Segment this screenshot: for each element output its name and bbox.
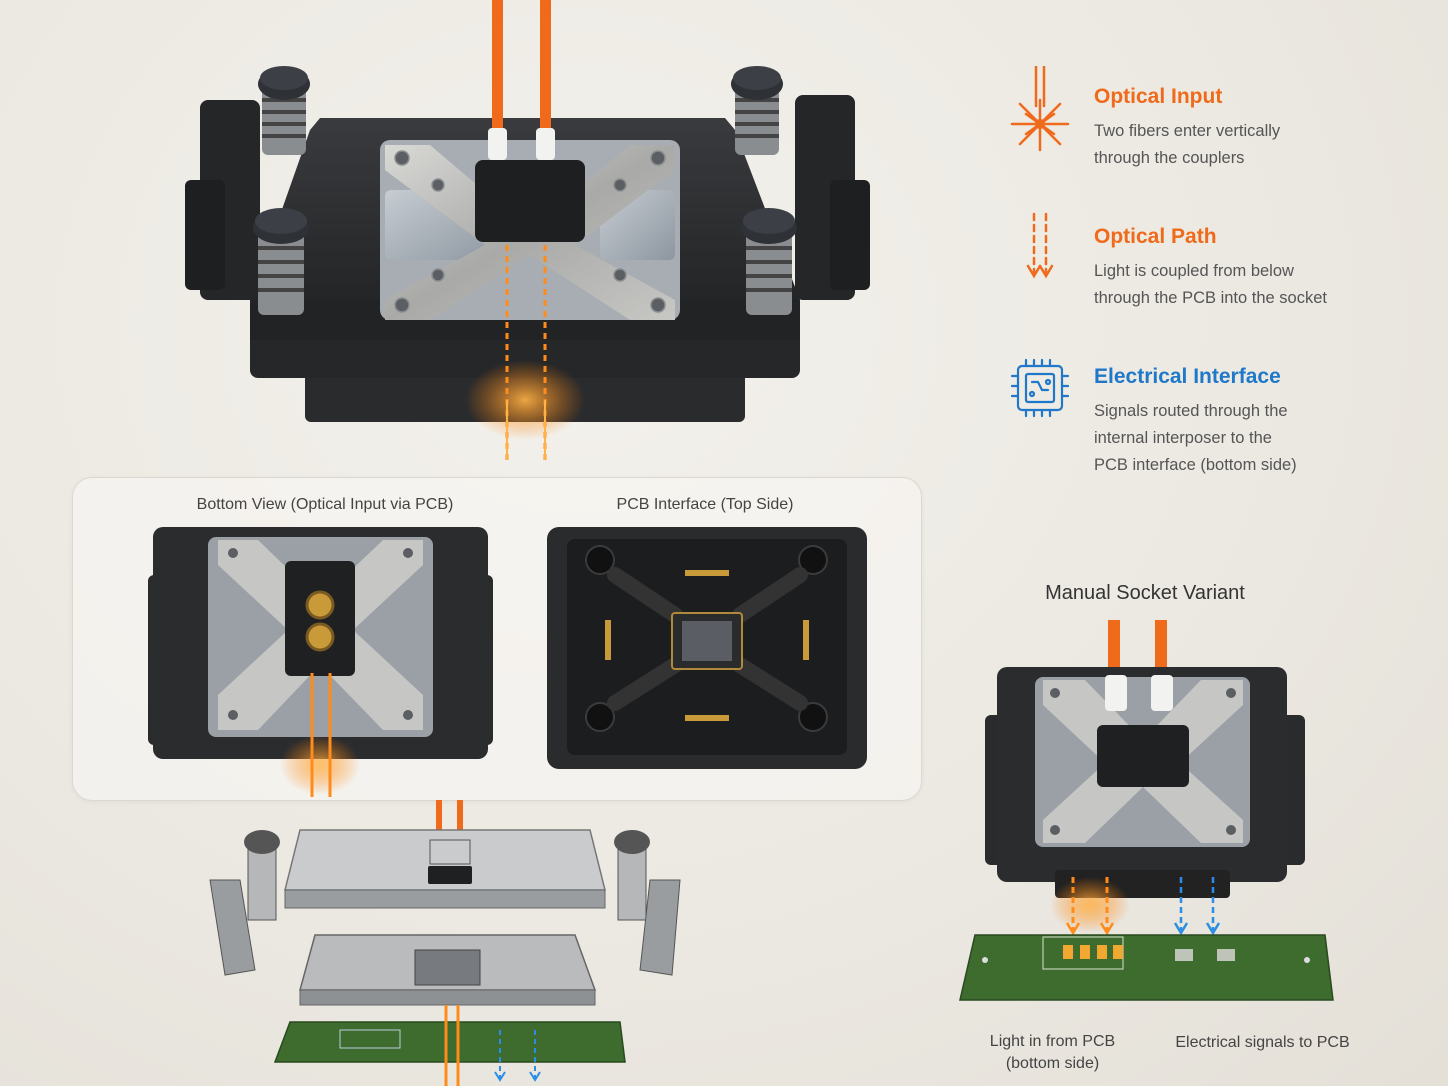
legend-optical-input-line1: Two fibers enter vertically xyxy=(1094,122,1281,140)
caption-light-in-line1: Light in from PCB xyxy=(989,1033,1116,1050)
exploded-view xyxy=(200,800,690,1086)
legend-electrical-interface: Electrical Interface Signals routed thro… xyxy=(1008,346,1408,486)
fiber-burst-icon xyxy=(1008,66,1072,152)
bottom-view-socket xyxy=(148,525,493,800)
pcb-interface-caption: PCB Interface (Top Side) xyxy=(616,496,794,513)
pcb-interface-socket xyxy=(545,525,870,773)
legend-optical-input-line2: through the couplers xyxy=(1094,149,1245,167)
legend-optical-path: Optical Path Light is coupled from below… xyxy=(1008,206,1408,316)
legend-optical-input: Optical Input Two fibers enter verticall… xyxy=(1008,66,1408,176)
legend-optical-path-text: Optical Path Light is coupled from below… xyxy=(1094,206,1414,312)
manual-socket-variant xyxy=(955,615,1340,1015)
legend-optical-path-title: Optical Path xyxy=(1094,225,1217,248)
caption-light-in-line2: (bottom side) xyxy=(1005,1055,1100,1072)
chip-circuit-icon xyxy=(1008,346,1072,418)
hero-socket xyxy=(180,0,880,470)
dashed-arrows-down-icon xyxy=(1008,206,1072,279)
legend-electrical-interface-line3: PCB interface (bottom side) xyxy=(1094,456,1297,474)
legend-electrical-interface-line2: internal interposer to the xyxy=(1094,429,1272,447)
legend-optical-input-title: Optical Input xyxy=(1094,85,1223,108)
variant-title: Manual Socket Variant xyxy=(1045,582,1245,604)
legend-electrical-interface-title: Electrical Interface xyxy=(1094,365,1281,388)
caption-light-in: Light in from PCB (bottom side) xyxy=(975,1031,1130,1075)
legend-optical-path-line1: Light is coupled from below xyxy=(1094,262,1294,280)
legend-electrical-interface-text: Electrical Interface Signals routed thro… xyxy=(1094,346,1414,479)
legend-optical-path-line2: through the PCB into the socket xyxy=(1094,289,1327,307)
caption-electrical-signals: Electrical signals to PCB xyxy=(1175,1034,1350,1051)
legend-electrical-interface-line1: Signals routed through the xyxy=(1094,402,1288,420)
bottom-view-caption: Bottom View (Optical Input via PCB) xyxy=(196,496,454,513)
legend-optical-input-text: Optical Input Two fibers enter verticall… xyxy=(1094,66,1414,172)
